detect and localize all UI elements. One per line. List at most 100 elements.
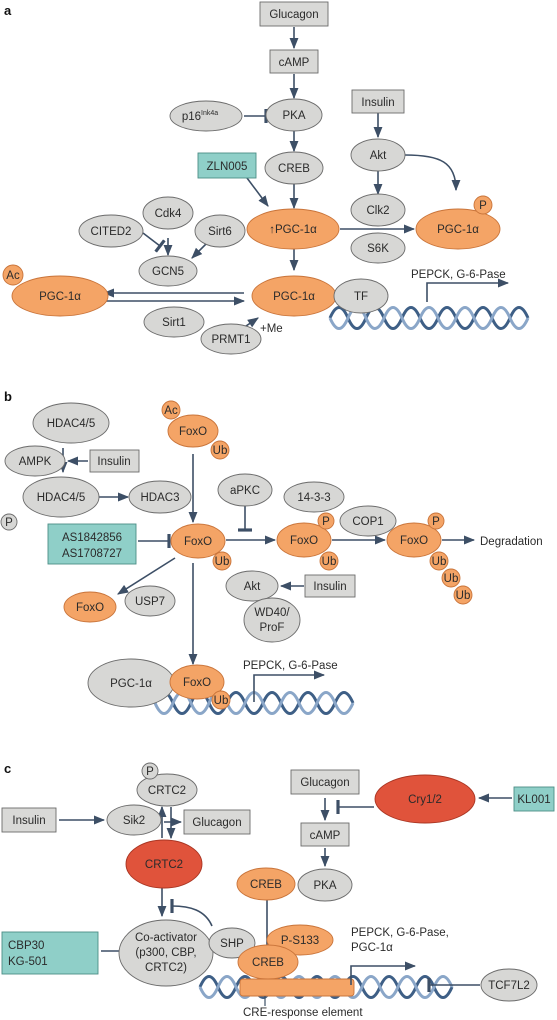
wd40-label: WD40/ — [254, 607, 290, 619]
kg501-label: KG-501 — [8, 956, 48, 968]
phospho-badge-label: P — [322, 516, 330, 528]
shp-node — [208, 927, 256, 959]
ub-badge — [441, 568, 461, 588]
acetyl-badge — [161, 400, 181, 420]
ampk-node — [4, 445, 66, 477]
usp7-node — [124, 585, 176, 617]
pgc1a-up-label: ↑PGC-1α — [269, 224, 317, 236]
cited2-label: CITED2 — [91, 226, 132, 238]
hdac45-p-label: HDAC4/5 — [37, 492, 86, 504]
ub-badge — [453, 585, 473, 605]
tf-node — [333, 278, 389, 314]
cdk4-label: Cdk4 — [155, 208, 182, 220]
coactivator-label: Co-activator — [135, 932, 197, 944]
s6k-label: S6K — [367, 243, 389, 255]
pgc1a-phospho-node — [415, 208, 501, 250]
cbp30-kg501-box — [1, 931, 99, 975]
insulin-box-1 — [89, 449, 140, 473]
foxo-degradation-label: FoxO — [400, 535, 428, 547]
ub-badge-label: Ub — [322, 556, 337, 568]
phospho-badge — [317, 512, 335, 530]
cbp30-label: CBP30 — [8, 940, 44, 952]
tcf7l2-label: TCF7L2 — [488, 980, 530, 992]
prmt1-node — [200, 323, 262, 355]
cry12-node — [374, 774, 476, 824]
dna-helix — [328, 306, 530, 330]
prmt1-label: PRMT1 — [212, 334, 251, 346]
camp-label: cAMP — [279, 57, 310, 69]
target-genes-label-a: PEPCK, G-6-Pase — [411, 269, 506, 281]
ub-badge — [319, 551, 339, 571]
pgc1a-label-b: PGC-1α — [110, 678, 152, 690]
sik2-label: Sik2 — [123, 815, 145, 827]
panel-label-b: b — [4, 389, 12, 404]
phospho-badge — [427, 512, 445, 530]
sik2-node — [106, 804, 162, 836]
pka-node — [297, 868, 353, 902]
as1842856-label: AS1842856 — [62, 532, 122, 544]
hdac45-p-node — [22, 476, 100, 518]
sirt6-node — [194, 214, 246, 248]
camp-box — [300, 822, 350, 847]
shp-label: SHP — [220, 938, 244, 950]
creb-dna-label: CREB — [252, 957, 284, 969]
crtc2-p-node — [136, 773, 198, 807]
acetyl-badge-label: Ac — [6, 270, 20, 282]
phospho-badge-label: P — [5, 517, 13, 529]
ub-badge — [210, 440, 230, 460]
camp-box — [269, 49, 319, 74]
camp-label: cAMP — [310, 830, 341, 842]
acetyl-badge-label: Ac — [164, 405, 178, 417]
creb-node — [264, 151, 324, 185]
apkc-label: aPKC — [230, 485, 260, 497]
gcn5-label: GCN5 — [152, 266, 184, 278]
foxo-acetyl-node — [167, 414, 219, 448]
sirt6-label: Sirt6 — [208, 226, 232, 238]
cop1-node — [339, 505, 397, 537]
foxo-degradation-node — [386, 522, 442, 558]
insulin-box — [1, 807, 57, 833]
akt-node — [225, 570, 279, 602]
clk2-node — [350, 193, 406, 227]
creb-label: CREB — [278, 163, 310, 175]
cry12-label: Cry1/2 — [408, 794, 442, 806]
crtc2-p-label: CRTC2 — [148, 785, 186, 797]
degradation-label: Degradation — [480, 536, 543, 548]
target-genes-label-c-1: PEPCK, G-6-Pase, — [351, 927, 449, 939]
p16-node — [169, 100, 243, 132]
coactivator-members-1: (p300, CBP, — [135, 947, 196, 959]
ub-badge-label: Ub — [432, 556, 447, 568]
glucagon-right-label: Glucagon — [300, 777, 349, 789]
hdac3-node — [128, 480, 192, 514]
creb-top-node — [236, 867, 296, 901]
foxo-phospho-label: FoxO — [290, 535, 318, 547]
panel-label-c: c — [4, 761, 11, 776]
target-genes-label-c-2: PGC-1α — [351, 942, 393, 954]
phospho-badge-label: P — [479, 200, 487, 212]
ub-badge-label: Ub — [214, 695, 229, 707]
14-3-3-label: 14-3-3 — [297, 492, 330, 504]
phospho-badge-label: P — [146, 766, 154, 778]
ps133-label: P-S133 — [281, 935, 319, 947]
ub-badge-label: Ub — [215, 556, 230, 568]
tcf7l2-node — [480, 968, 538, 1002]
s6k-node — [350, 232, 406, 264]
crtc2-active-label: CRTC2 — [145, 859, 183, 871]
acetyl-badge — [2, 264, 24, 286]
panel-label-a: a — [4, 3, 12, 18]
pgc1a-up-node — [246, 208, 340, 250]
as1708727-label: AS1708727 — [62, 548, 122, 560]
insulin-label: Insulin — [12, 815, 45, 827]
insulin-label-2: Insulin — [313, 581, 346, 593]
insulin-label: Insulin — [361, 97, 394, 109]
ub-badge — [211, 690, 231, 710]
hdac45-top-node — [32, 402, 110, 444]
foxo-center-label: FoxO — [184, 536, 212, 548]
zln005-label: ZLN005 — [207, 161, 248, 173]
foxo-center-node — [170, 523, 226, 559]
cre-response-element-label: CRE-response element — [243, 1007, 363, 1019]
insulin-label-1: Insulin — [97, 456, 130, 468]
ampk-label: AMPK — [19, 456, 52, 468]
sirt1-node — [143, 306, 205, 338]
